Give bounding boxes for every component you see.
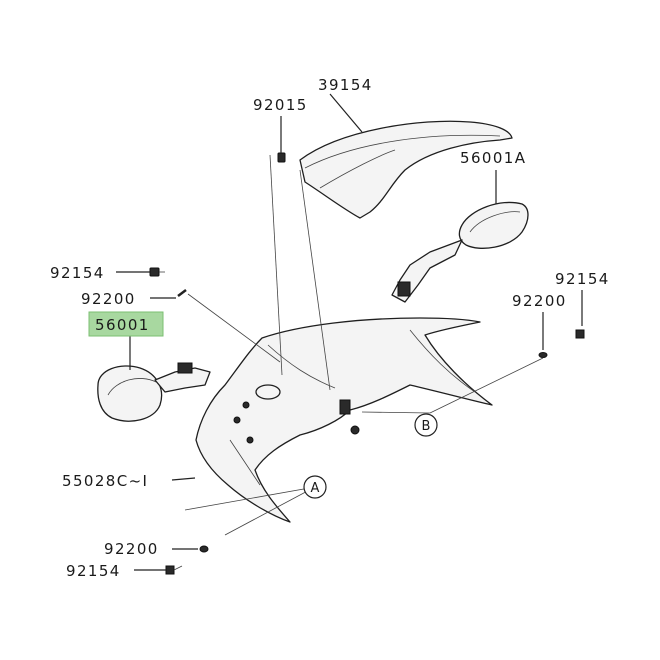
windshield-screw-part: [277, 116, 286, 163]
callout-a-label: A: [311, 481, 320, 496]
callout-b: B: [414, 413, 438, 437]
label-washer-left: 92200: [81, 290, 136, 308]
label-washer-bottom: 92200: [104, 540, 159, 558]
bolt-right-part: [575, 290, 585, 339]
label-mirror-right: 56001A: [460, 149, 526, 167]
callout-a: A: [303, 475, 327, 499]
washer-left-part: [150, 289, 281, 363]
upper-cowl-part: [171, 317, 493, 523]
label-bolt-right: 92154: [555, 270, 610, 288]
label-bolt-left: 92154: [50, 264, 105, 282]
label-mirror-left: 56001: [95, 316, 150, 334]
callout-b-label: B: [422, 419, 431, 434]
mirror-right-part: [391, 170, 529, 303]
label-washer-right: 92200: [512, 292, 567, 310]
assembly-lines: [184, 154, 544, 536]
label-mirror-left-highlight: [88, 311, 164, 337]
bolt-left-part: [116, 267, 165, 277]
label-bolt-bottom: 92154: [66, 562, 121, 580]
washer-right-part: [538, 312, 548, 358]
label-upper-cowl: 55028C~I: [62, 472, 148, 490]
leader-windshield: [329, 93, 363, 133]
label-windshield-screw: 92015: [253, 96, 308, 114]
bolt-bottom-part: [134, 565, 183, 575]
label-windshield: 39154: [318, 76, 373, 94]
washer-bottom-part: [172, 545, 209, 553]
windshield-part: [299, 120, 513, 219]
mirror-left-part: [97, 336, 211, 422]
